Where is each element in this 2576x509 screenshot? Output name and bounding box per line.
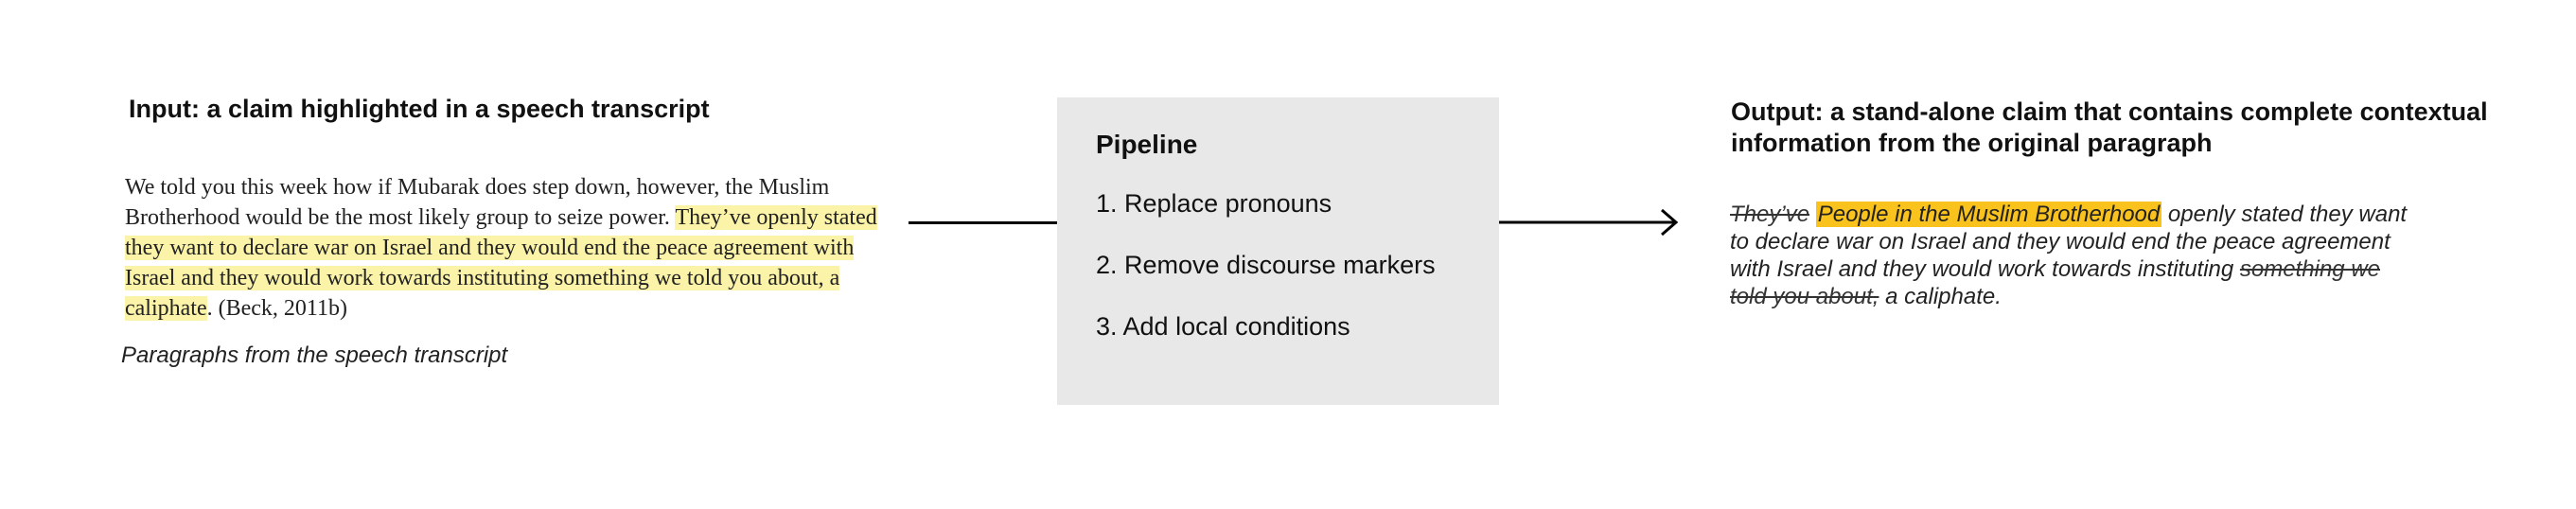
- pipeline-step: 1. Replace pronouns: [1096, 189, 1332, 218]
- transcript-citation: . (Beck, 2011b): [206, 296, 348, 321]
- pipeline-title: Pipeline: [1096, 130, 1198, 159]
- claim-text: openly stated they want to declare war o…: [1730, 202, 2408, 282]
- transcript-paragraph: We told you this week how if Mubarak doe…: [125, 172, 882, 324]
- transcript-text: We told you this week how if Mubarak doe…: [125, 175, 830, 230]
- replaced-entity: People in the Muslim Brotherhood: [1815, 202, 2162, 227]
- output-title: Output: a stand-alone claim that contain…: [1731, 97, 2488, 157]
- input-title: Input: a claim highlighted in a speech t…: [129, 95, 710, 123]
- removed-discourse-marker: something we told you about,: [1730, 256, 2380, 309]
- transcript-caption: Paragraphs from the speech transcript: [121, 342, 508, 368]
- claim-end: a caliphate.: [1879, 284, 2002, 309]
- arrow-right-icon: [1499, 208, 1679, 237]
- output-claim: They’ve People in the Muslim Brotherhood…: [1730, 201, 2421, 310]
- connector-line: [909, 221, 1057, 224]
- pipeline-step: 3. Add local conditions: [1096, 312, 1350, 341]
- pipeline-step: 2. Remove discourse markers: [1096, 251, 1436, 279]
- pipeline-box: Pipeline 1. Replace pronouns 2. Remove d…: [1057, 97, 1499, 405]
- removed-pronoun: They’ve: [1730, 202, 1810, 227]
